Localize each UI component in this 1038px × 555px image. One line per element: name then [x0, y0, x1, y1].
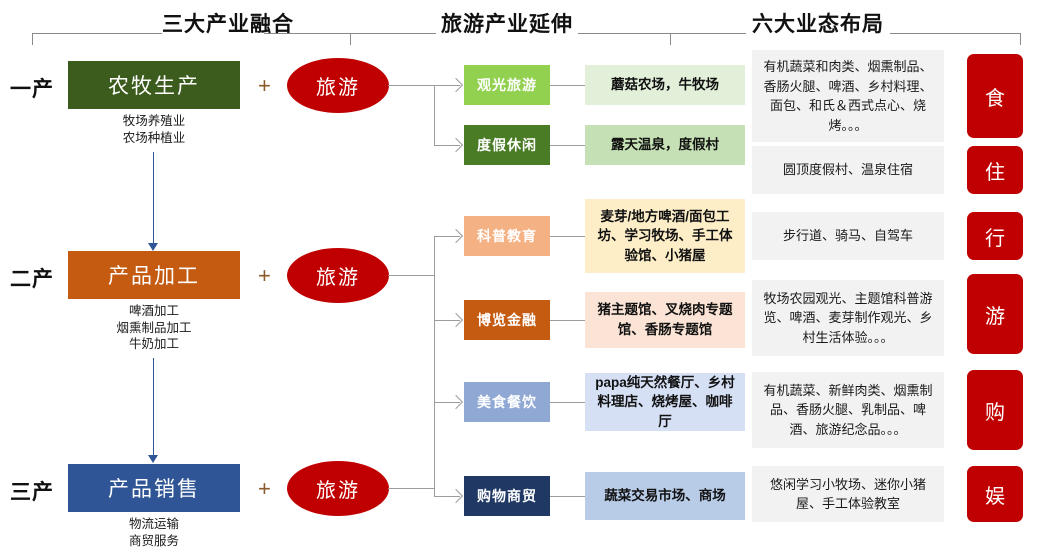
chip-detail-link-3: [550, 236, 585, 237]
extension-detail-education: 麦芽/地方啤酒/面包工坊、学习牧场、手工体验馆、小猪屋: [585, 199, 745, 273]
chip-detail-link-4: [550, 320, 585, 321]
badge-food[interactable]: 食: [967, 54, 1023, 138]
industry-box-secondary[interactable]: 产品加工: [68, 251, 240, 299]
connector-stem-1: [388, 85, 434, 86]
chip-detail-link-6: [550, 496, 585, 497]
layout-panel-travel: 步行道、骑马、自驾车: [752, 212, 944, 260]
header-rule-1a: [32, 33, 162, 34]
connector-branch-1a: [434, 85, 460, 86]
badge-travel[interactable]: 行: [967, 212, 1023, 260]
header-rule-3a: [670, 33, 746, 34]
layout-panel-food: 有机蔬菜和肉类、烟熏制品、香肠火腿、啤酒、乡村料理、面包、和氏＆西式点心、烧烤。…: [752, 50, 944, 142]
extension-chip-shopping[interactable]: 购物商贸: [464, 476, 550, 516]
arrowhead-2a: [448, 228, 464, 244]
industry-sub-tertiary: 物流运输 商贸服务: [128, 517, 179, 548]
connector-branch-2d: [434, 496, 460, 497]
tourism-ellipse-secondary[interactable]: 旅游: [287, 248, 389, 303]
connector-branch-2c: [434, 402, 460, 403]
chip-detail-link-2: [550, 145, 585, 146]
badge-tour[interactable]: 游: [967, 274, 1023, 354]
header-rule-2b: [578, 33, 670, 34]
header-tick-right: [1020, 33, 1021, 45]
arrowhead-2b: [448, 312, 464, 328]
badge-lodging[interactable]: 住: [967, 146, 1023, 194]
flow-arrow-2: [153, 358, 154, 456]
extension-detail-shopping: 蔬菜交易市场、商场: [585, 472, 745, 520]
extension-detail-dining: papa纯天然餐厅、乡村料理店、烧烤屋、咖啡厅: [585, 373, 745, 431]
extension-chip-dining[interactable]: 美食餐饮: [464, 382, 550, 422]
connector-stem-2: [388, 275, 434, 276]
arrowhead-2c: [448, 394, 464, 410]
extension-chip-expo[interactable]: 博览金融: [464, 300, 550, 340]
connector-branch-2b: [434, 320, 460, 321]
chip-detail-link-5: [550, 402, 585, 403]
layout-panel-lodging: 圆顶度假村、温泉住宿: [752, 146, 944, 194]
layout-panel-shopping: 有机蔬菜、新鲜肉类、烟熏制品、香肠火腿、乳制品、啤酒、旅游纪念品。。。: [752, 372, 944, 448]
plus-sign-primary: +: [258, 73, 271, 98]
connector-stem-3: [388, 488, 434, 489]
industry-box-primary[interactable]: 农牧生产: [68, 61, 240, 109]
extension-detail-sightseeing: 蘑菇农场，牛牧场: [585, 65, 745, 105]
stage-label-primary: 一产: [10, 78, 54, 101]
layout-panel-tour: 牧场农园观光、主题馆科普游览、啤酒、麦芽制作观光、乡村生活体验。。。: [752, 280, 944, 356]
connector-spine-1: [434, 85, 435, 145]
header-tick-1: [350, 33, 351, 45]
stage-label-secondary: 二产: [10, 268, 54, 291]
badge-leisure[interactable]: 娱: [967, 466, 1023, 522]
tourism-ellipse-primary[interactable]: 旅游: [287, 58, 389, 113]
extension-chip-resort[interactable]: 度假休闲: [464, 125, 550, 165]
industry-sub-secondary: 啤酒加工 烟熏制品加工 牛奶加工: [116, 304, 192, 351]
flow-arrow-head-2: [148, 455, 158, 463]
tourism-ellipse-tertiary[interactable]: 旅游: [287, 461, 389, 516]
connector-spine-2: [434, 236, 435, 496]
plus-sign-secondary: +: [258, 263, 271, 288]
stage-label-tertiary: 三产: [10, 481, 54, 504]
header-title-2: 旅游产业延伸: [441, 13, 573, 36]
connector-branch-2a: [434, 236, 460, 237]
extension-chip-sightseeing[interactable]: 观光旅游: [464, 65, 550, 105]
flow-arrow-1: [153, 152, 154, 244]
extension-detail-resort: 露天温泉，度假村: [585, 125, 745, 165]
extension-chip-education[interactable]: 科普教育: [464, 216, 550, 256]
header-tick-2: [670, 33, 671, 45]
header-title-1: 三大产业融合: [162, 13, 294, 36]
header-tick-left: [32, 33, 33, 45]
extension-detail-expo: 猪主题馆、叉烧肉专题馆、香肠专题馆: [585, 292, 745, 348]
header-rule-3b: [890, 33, 1020, 34]
plus-sign-tertiary: +: [258, 476, 271, 501]
chip-detail-link-1: [550, 85, 585, 86]
header-title-3: 六大业态布局: [752, 13, 884, 36]
layout-panel-leisure: 悠闲学习小牧场、迷你小猪屋、手工体验教室: [752, 466, 944, 522]
header-rule-1b: [264, 33, 350, 34]
arrowhead-2d: [448, 488, 464, 504]
badge-shopping[interactable]: 购: [967, 370, 1023, 450]
arrowhead-1b: [448, 137, 464, 153]
industry-sub-primary: 牧场养殖业 农场种植业: [122, 114, 186, 145]
header-rule-2a: [350, 33, 436, 34]
arrowhead-1a: [448, 77, 464, 93]
industry-box-tertiary[interactable]: 产品销售: [68, 464, 240, 512]
connector-branch-1b: [434, 145, 460, 146]
flow-arrow-head-1: [148, 243, 158, 251]
